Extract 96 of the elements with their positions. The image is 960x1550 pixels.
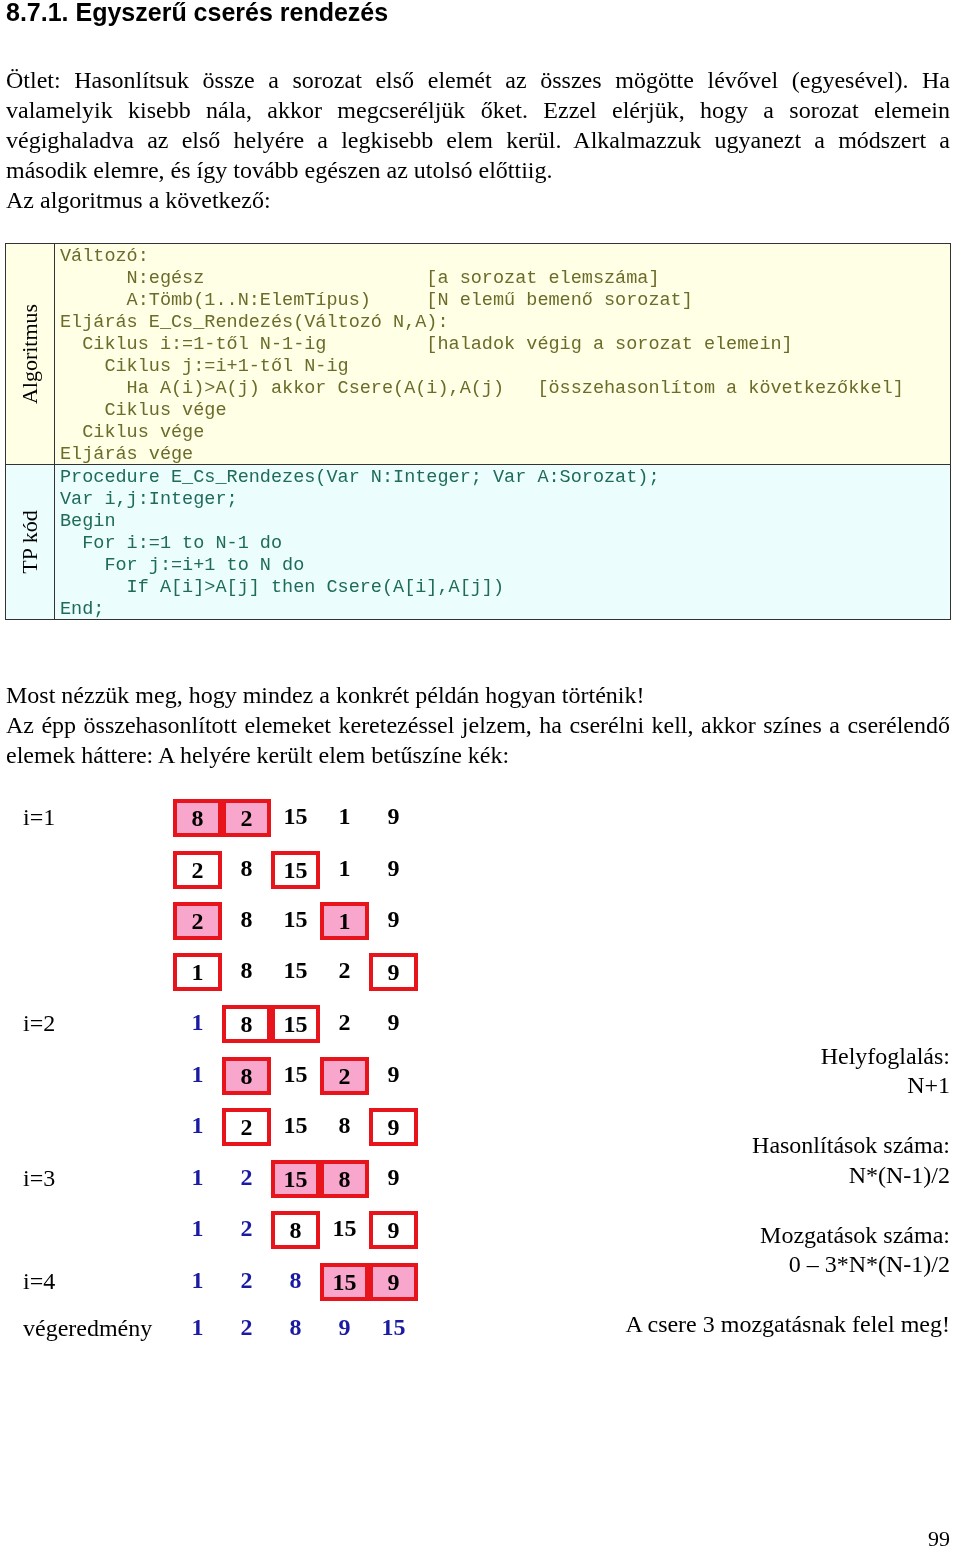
code-line: Ciklus j:=i+1-től N-ig [104,356,349,378]
note-text: Hasonlítások száma: [752,1131,950,1159]
array-value: 8 [288,1313,303,1342]
page-number: 99 [928,1526,950,1550]
highlighted-value: 1 [320,902,369,940]
side-label: Algoritmus [17,303,43,405]
paragraph: Ötlet: Hasonlítsuk össze a sorozat első elemét az összes mögötte lévővel (egyesével). Ha valamelyik kisebb nála, akkor megcseréljük őket. Ezzel elérjük, hogy a sorozat elemein végighaladva az első helyére a legkisebb elem kerül. Alkalmazzuk ugyanezt a módszert a második elemre, és így tovább egészen az utolsó előttiig. [6,66,950,185]
code-comment: [a sorozat elemszáma] [426,268,660,290]
note-text: Mozgatások száma: [760,1221,950,1249]
array-value: 1 [190,1266,205,1295]
highlighted-value: 15 [320,1263,369,1301]
array-value: 8 [239,905,254,934]
code-line: Begin [60,510,116,533]
code-line: For i:=1 to N-1 do [82,532,283,555]
code-line: Ciklus vége [82,422,205,444]
array-value: 15 [282,802,309,831]
highlighted-value: 15 [271,1160,320,1198]
note-text: N+1 [907,1071,950,1099]
highlighted-value: 9 [369,1263,418,1301]
code-line: Eljárás E_Cs_Rendezés(Változó N,A): [60,312,449,334]
array-value: 9 [386,1060,401,1089]
framed-value: 9 [369,1108,418,1146]
framed-value: 8 [222,1005,271,1043]
array-value: 15 [282,1111,309,1140]
code-line: Változó: [60,246,149,268]
code-comment: [N elemű bemenő sorozat] [426,290,693,312]
side-label: TP kód [17,509,43,574]
array-value: 9 [386,854,401,883]
framed-value: 1 [173,953,222,991]
array-value: 15 [282,905,309,934]
paragraph: Most nézzük meg, hogy mindez a konkrét példán hogyan történik! [6,681,646,710]
note-text: N*(N-1)/2 [848,1161,950,1189]
array-value: 1 [190,1060,205,1089]
note-text: 0 – 3*N*(N-1)/2 [788,1250,950,1278]
array-value: 1 [190,1313,205,1342]
step-label: i=3 [23,1164,56,1193]
framed-value: 2 [222,1108,271,1146]
array-value: 2 [239,1214,254,1243]
array-value: 1 [337,854,352,883]
note-text: A csere 3 mozgatásnak felel meg! [625,1310,950,1338]
framed-value: 8 [271,1211,320,1249]
framed-value: 9 [369,1211,418,1249]
array-value: 2 [239,1266,254,1295]
highlighted-value: 2 [222,799,271,837]
section-heading: 8.7.1. Egyszerű cserés rendezés [6,0,389,27]
array-value: 2 [239,1313,254,1342]
framed-value: 15 [271,1005,320,1043]
array-value: 2 [239,1163,254,1192]
code-line: For j:=i+1 to N do [104,554,305,577]
array-value: 1 [190,1163,205,1192]
array-value: 2 [337,956,352,985]
array-value: 9 [386,905,401,934]
array-value: 1 [190,1214,205,1243]
highlighted-value: 8 [320,1160,369,1198]
code-line: N:egész [126,268,205,290]
array-value: 8 [239,854,254,883]
note-text: Helyfoglalás: [820,1042,950,1070]
code-line: Ha A(i)>A(j) akkor Csere(A(i),A(j) [126,378,505,400]
array-value: 9 [386,802,401,831]
array-value: 15 [282,1060,309,1089]
array-value: 2 [337,1008,352,1037]
framed-value: 15 [271,851,320,889]
code-line: A:Tömb(1..N:ElemTípus) [126,290,371,312]
code-line: Procedure E_Cs_Rendezes(Var N:Integer; Var A:Sorozat); [60,466,660,489]
code-line: If A[i]>A[j] then Csere(A[i],A[j]) [126,576,505,599]
array-value: 9 [337,1313,352,1342]
code-comment: [haladok végig a sorozat elemein] [426,334,793,356]
highlighted-value: 2 [173,902,222,940]
code-line: End; [60,598,105,621]
code-line: Var i,j:Integer; [60,488,238,511]
array-value: 8 [288,1266,303,1295]
array-value: 8 [239,956,254,985]
step-label: végeredmény [23,1314,153,1343]
array-value: 8 [337,1111,352,1140]
highlighted-value: 8 [173,799,222,837]
code-comment: [összehasonlítom a következőkkel] [537,378,904,400]
framed-value: 9 [369,953,418,991]
paragraph: Az algoritmus a következő: [6,186,271,215]
array-value: 1 [190,1111,205,1140]
paragraph: Az épp összehasonlított elemeket keretezéssel jelzem, ha cserélni kell, akkor színes a cserélendő elemek háttere: A helyére került elem betűszíne kék: [6,711,950,770]
array-value: 1 [190,1008,205,1037]
code-line: Ciklus vége [104,400,227,422]
array-value: 15 [380,1313,407,1342]
array-value: 1 [337,802,352,831]
highlighted-value: 8 [222,1057,271,1095]
code-line: Eljárás vége [60,444,194,466]
array-value: 15 [331,1214,358,1243]
code-line: Ciklus i:=1-től N-1-ig [82,334,327,356]
step-label: i=1 [23,803,56,832]
step-label: i=4 [23,1267,56,1296]
array-value: 15 [282,956,309,985]
array-value: 9 [386,1008,401,1037]
framed-value: 2 [173,851,222,889]
array-value: 9 [386,1163,401,1192]
highlighted-value: 2 [320,1057,369,1095]
step-label: i=2 [23,1009,56,1038]
